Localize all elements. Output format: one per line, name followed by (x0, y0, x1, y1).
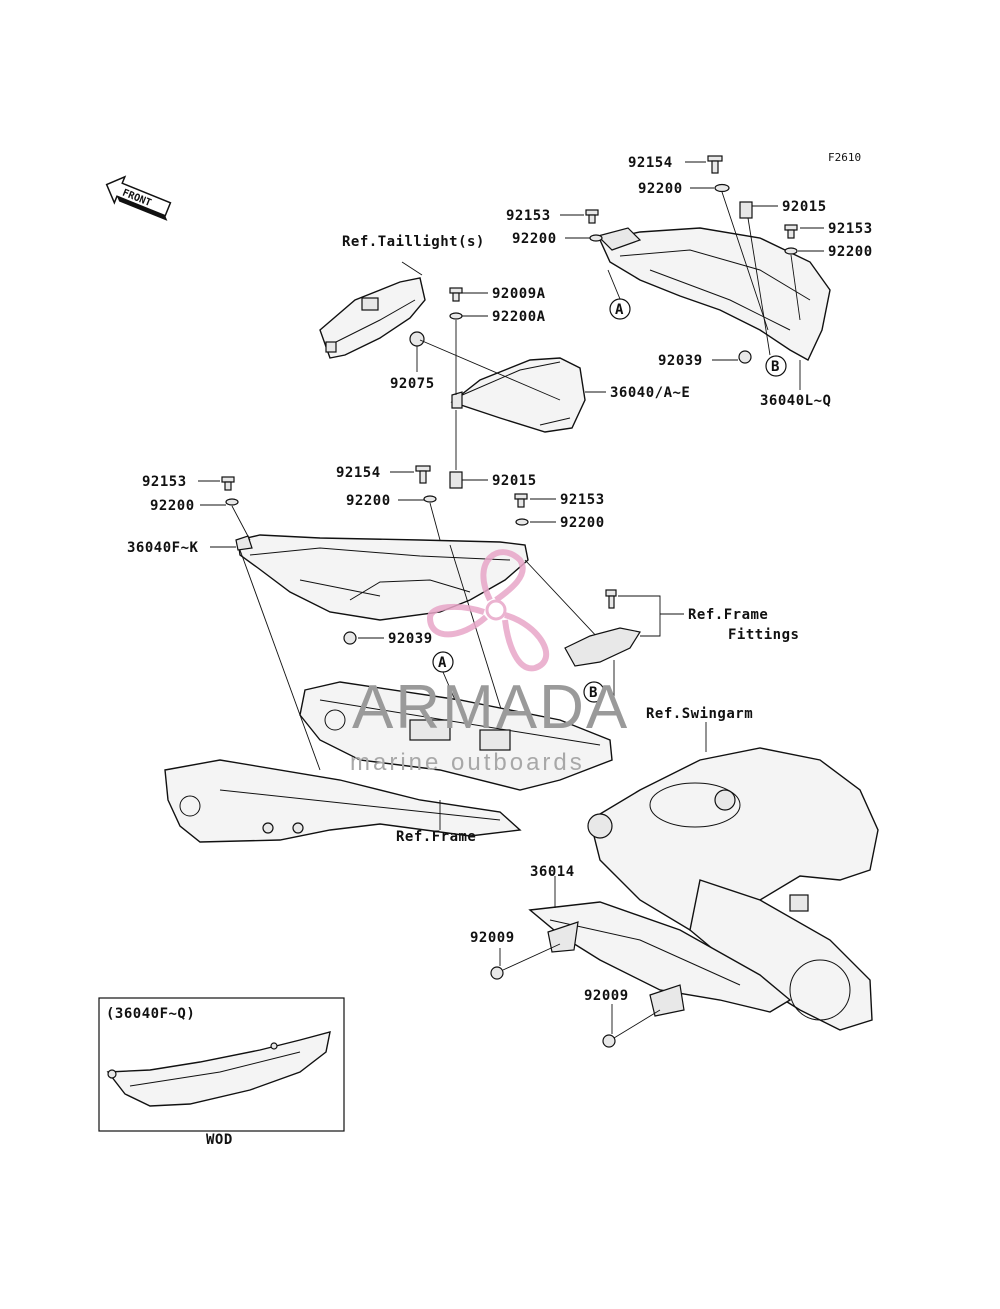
label-ref-frame: Ref.Frame (396, 829, 476, 845)
label-92039-top: 92039 (658, 353, 703, 369)
callout-a-top: A (615, 302, 624, 318)
label-92075: 92075 (390, 376, 435, 392)
label-92015-mid: 92015 (492, 473, 537, 489)
seat-cover-36040A-E (450, 357, 586, 433)
collar-92015-top-icon (739, 201, 753, 219)
chain-guard-36014 (528, 901, 792, 1017)
grommet-92039-mid-icon (343, 631, 357, 645)
label-92154-mid: 92154 (336, 465, 381, 481)
screw-92153-mid-icon (585, 209, 599, 224)
label-92039-mid: 92039 (388, 631, 433, 647)
label-92009-right: 92009 (584, 988, 629, 1004)
screw-92153-right-icon (514, 493, 528, 508)
label-92200-center: 92200 (346, 493, 391, 509)
washer-92200-mid-icon (589, 234, 603, 242)
inset-title: (36040F~Q) (106, 1006, 195, 1022)
screw-92009A-icon (449, 287, 463, 302)
label-92153-left: 92153 (142, 474, 187, 490)
inset-caption: WOD (206, 1132, 233, 1148)
screw-92153-tr-icon (784, 224, 798, 239)
callout-a-mid: A (438, 655, 447, 671)
taillight (319, 277, 426, 359)
collar-92015-mid-icon (449, 471, 463, 489)
screw-92154-mid-icon (415, 465, 431, 484)
inset-side-cover (106, 1031, 331, 1107)
label-36040L-Q: 36040L~Q (760, 393, 831, 409)
watermark-brand: ARMADA (352, 673, 629, 742)
label-92153-right: 92153 (560, 492, 605, 508)
callout-b-top: B (771, 359, 780, 375)
label-92200-mid: 92200 (512, 231, 557, 247)
label-92200-top: 92200 (638, 181, 683, 197)
washer-92200A-icon (449, 312, 463, 320)
label-92200A: 92200A (492, 309, 546, 325)
washer-92200-left-icon (225, 498, 239, 506)
label-ref-frame-fittings-2: Fittings (728, 627, 799, 643)
label-92153-tr: 92153 (828, 221, 873, 237)
label-92153-mid: 92153 (506, 208, 551, 224)
label-92015-top: 92015 (782, 199, 827, 215)
label-36040F-K: 36040F~K (127, 540, 199, 556)
label-36040A-E: 36040/A~E (610, 385, 690, 401)
label-ref-taillight: Ref.Taillight(s) (342, 234, 485, 250)
washer-92200-right-icon (515, 518, 529, 526)
label-36014: 36014 (530, 864, 575, 880)
label-ref-frame-fittings-1: Ref.Frame (688, 607, 768, 623)
screw-92154-top-icon (707, 155, 723, 174)
front-arrow-icon: FRONT (105, 175, 172, 221)
washer-92200-tr-icon (784, 247, 798, 255)
label-92200-left: 92200 (150, 498, 195, 514)
bolt-92009-right-icon (602, 1034, 616, 1048)
label-ref-swingarm: Ref.Swingarm (646, 706, 753, 722)
washer-92200-top-icon (714, 183, 730, 193)
washer-92200-center-icon (423, 495, 437, 503)
cover-36040L-Q (596, 227, 831, 361)
screw-92153-left-icon (221, 476, 235, 491)
diagram-code: F2610 (828, 151, 861, 164)
grommet-92075-icon (409, 331, 425, 347)
label-92009A: 92009A (492, 286, 546, 302)
label-92200-right: 92200 (560, 515, 605, 531)
label-92154-top: 92154 (628, 155, 673, 171)
bolt-92009-left-icon (490, 966, 504, 980)
label-92009-left: 92009 (470, 930, 515, 946)
label-92200-tr: 92200 (828, 244, 873, 260)
frame (164, 681, 613, 843)
swingarm (587, 747, 879, 1031)
frame-fittings (564, 589, 641, 667)
armada-watermark-logo (426, 549, 550, 672)
callout-b-mid: B (589, 685, 598, 701)
grommet-92039-top-icon (738, 350, 752, 364)
watermark-tagline: marine outboards (350, 749, 585, 776)
